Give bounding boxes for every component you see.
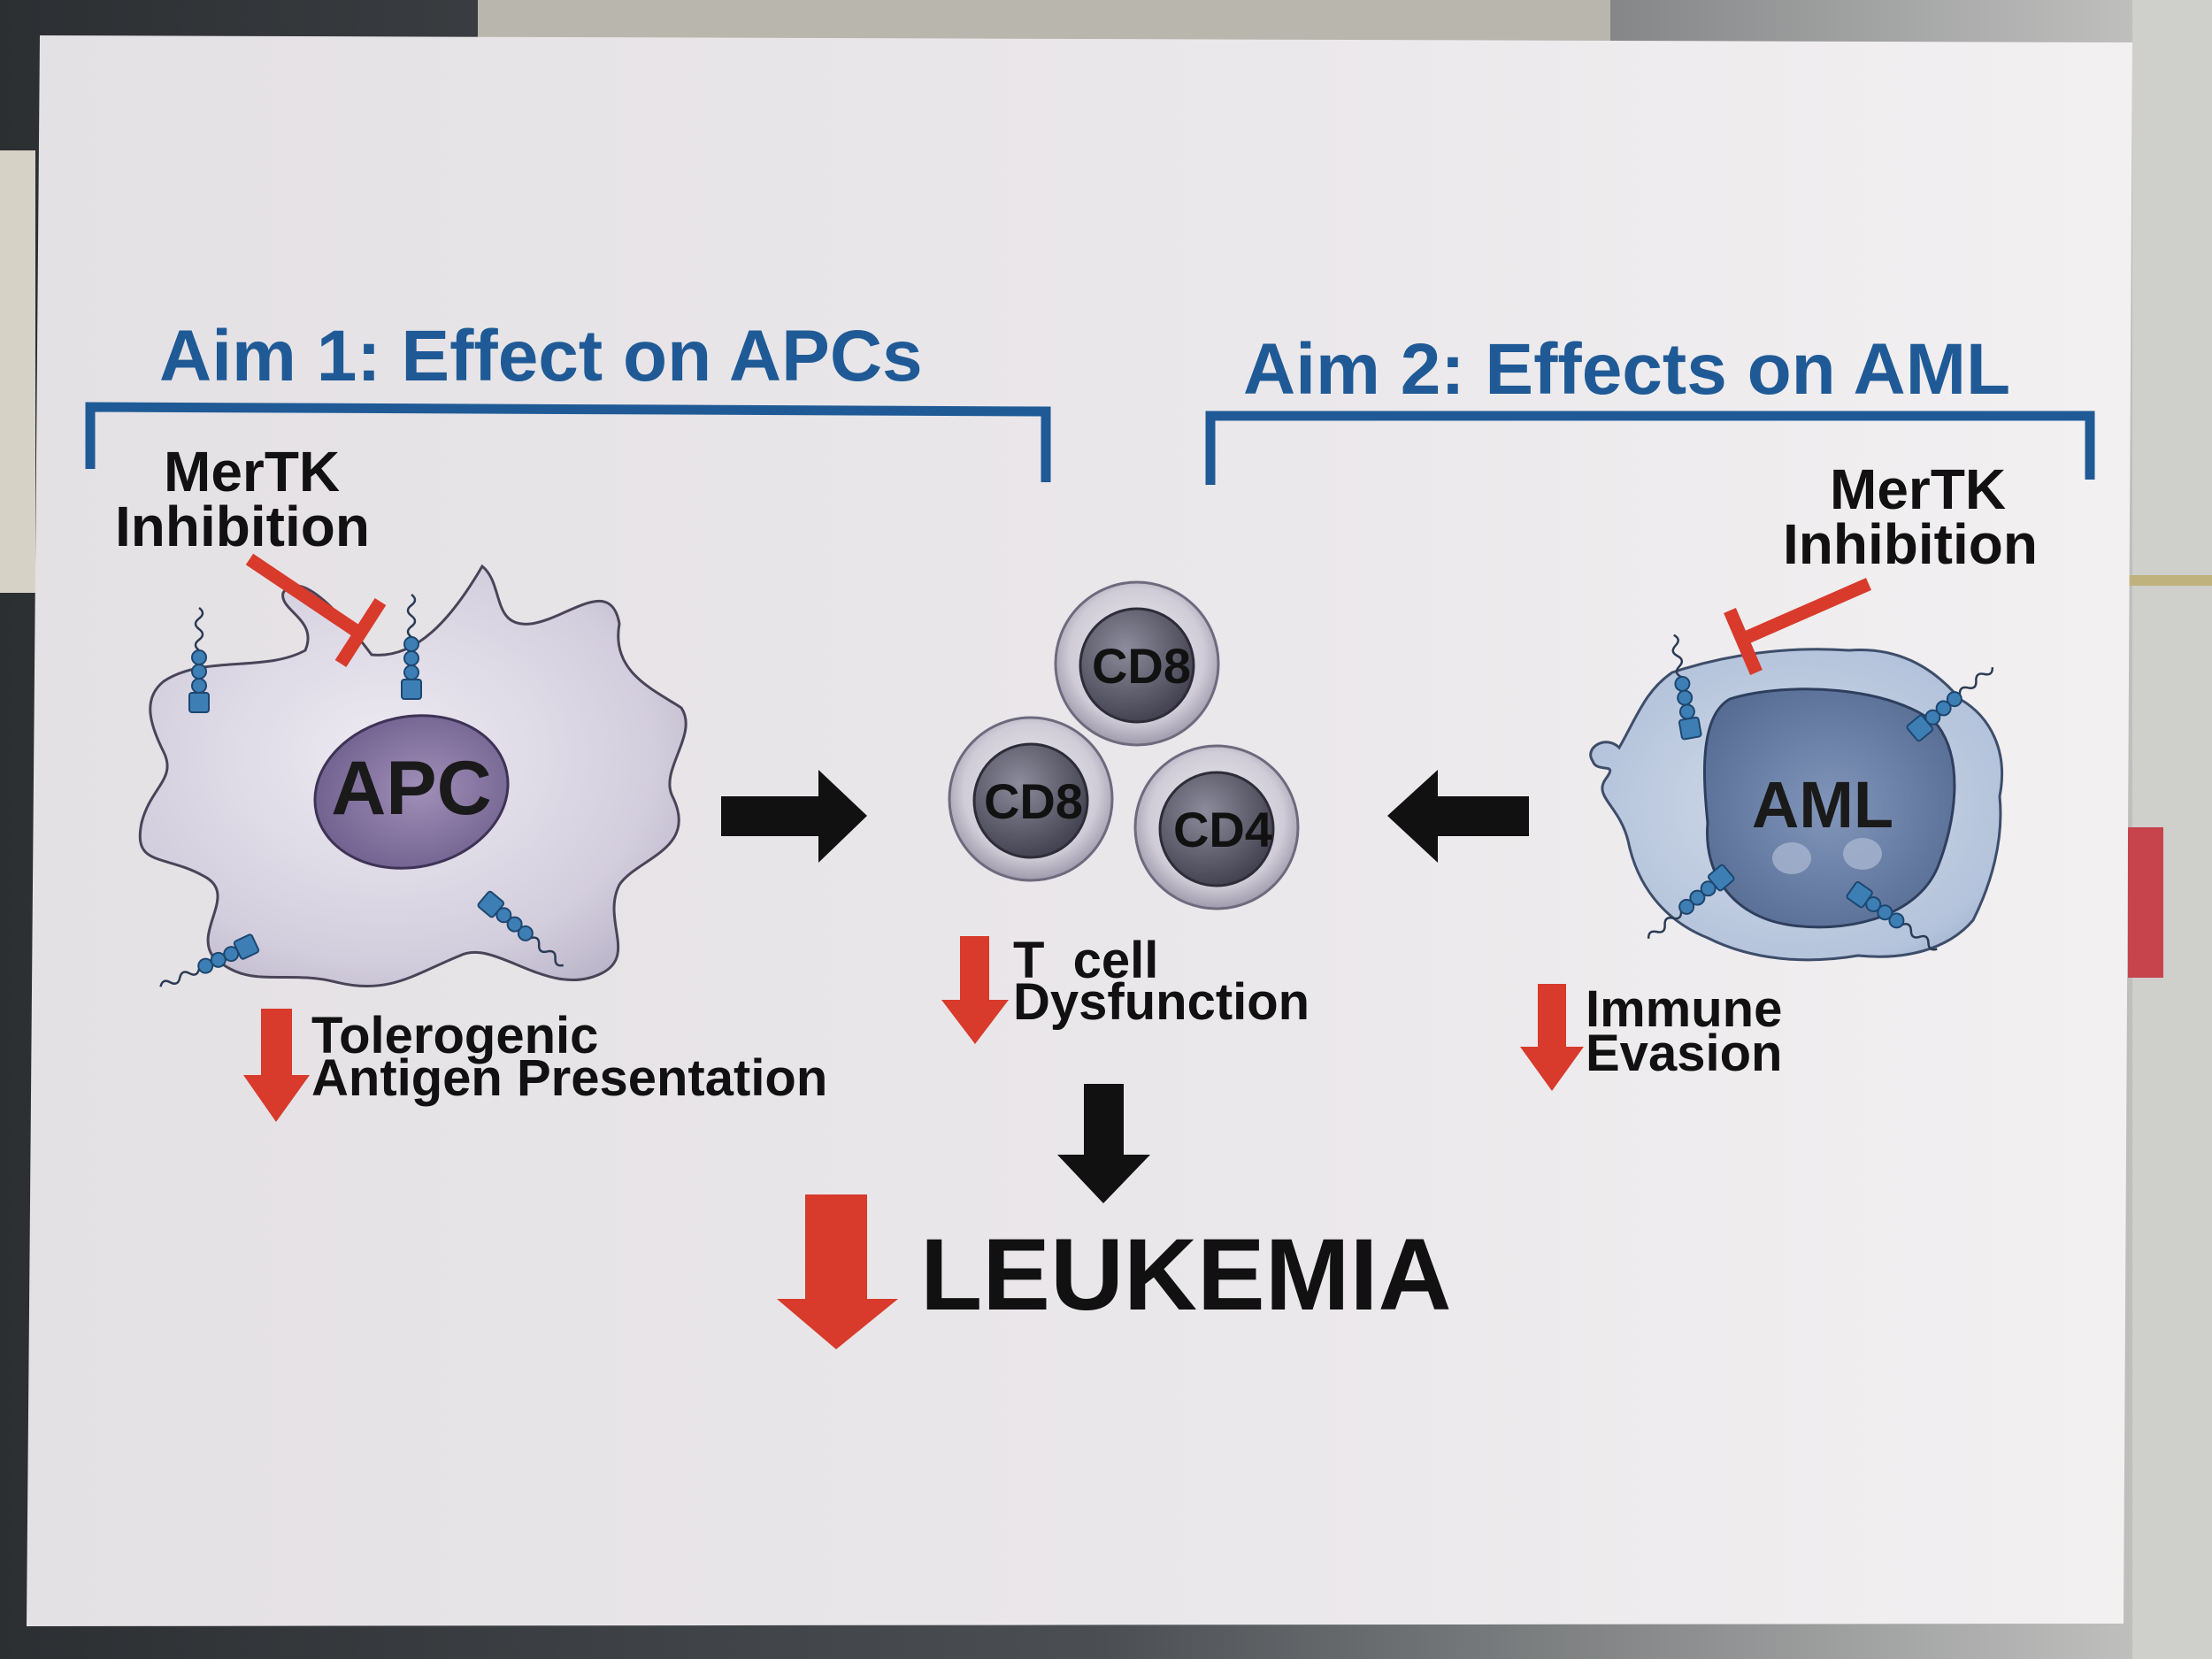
arrow-aml-to-tcells <box>1387 770 1529 863</box>
aml-label: AML <box>1752 768 1893 841</box>
tcell-cd8-left: CD8 <box>948 716 1114 882</box>
aim2-title: Aim 2: Effects on AML <box>1243 329 2010 410</box>
apc-effect-line1: Tolerogenic <box>311 1007 598 1064</box>
left-inhibition-symbol <box>245 553 387 668</box>
apc-label: APC <box>331 746 492 831</box>
tcell-cd8-top: CD8 <box>1054 580 1220 747</box>
aim2-bracket <box>1205 411 2095 485</box>
left-mertk-label: MerTK <box>164 440 340 503</box>
binder-red <box>2128 827 2163 978</box>
tcell-label: CD8 <box>984 773 1083 829</box>
bottle-left <box>0 150 35 593</box>
arrow-apc-to-tcells <box>721 770 867 863</box>
right-inhibition-symbol <box>1724 578 1872 675</box>
tcell-cd4-right: CD4 <box>1133 744 1300 910</box>
aml-nucleolus-right <box>1843 838 1882 870</box>
shelf-edge <box>2124 575 2212 586</box>
aim1-title: Aim 1: Effect on APCs <box>159 316 923 396</box>
aim1-bracket <box>85 402 1051 482</box>
aml-decrease-arrow <box>1520 984 1584 1091</box>
aml-effect-line2: Evasion <box>1586 1025 1782 1082</box>
right-mertk-label: MerTK <box>1830 457 2006 521</box>
aml-nucleolus-left <box>1772 842 1811 874</box>
apc-effect-line2: Antigen Presentation <box>311 1049 827 1107</box>
apc-nucleus <box>313 714 510 870</box>
apc-decrease-arrow <box>243 1009 310 1122</box>
tcell-label: CD8 <box>1092 638 1191 694</box>
tcell-effect-line1: T cell <box>1013 932 1158 989</box>
outcome-label: LEUKEMIA <box>920 1218 1452 1332</box>
leukemia-decrease-arrow <box>777 1194 898 1349</box>
left-inhibition-label: Inhibition <box>115 495 370 558</box>
right-inhibition-label: Inhibition <box>1783 512 2038 576</box>
tcell-effect-line2: Dysfunction <box>1013 973 1310 1031</box>
tcell-label: CD4 <box>1173 802 1272 857</box>
arrow-tcells-to-leukemia <box>1057 1084 1150 1203</box>
aml-effect-line1: Immune <box>1586 980 1782 1038</box>
tcell-decrease-arrow <box>941 936 1009 1044</box>
